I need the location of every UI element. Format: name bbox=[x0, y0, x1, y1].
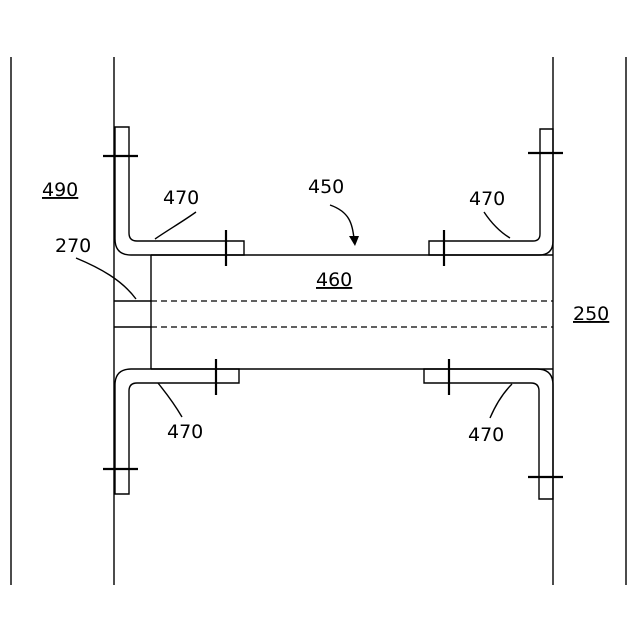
label-460: 460 bbox=[316, 269, 352, 291]
label-450: 450 bbox=[308, 176, 344, 198]
leader-470-top-left bbox=[155, 212, 196, 239]
label-250: 250 bbox=[573, 303, 609, 325]
label-270: 270 bbox=[55, 235, 91, 257]
label-470-top-right: 470 bbox=[469, 188, 505, 210]
leader-450 bbox=[330, 205, 354, 238]
leader-470-bottom-left bbox=[158, 383, 182, 417]
label-470-bottom-right: 470 bbox=[468, 424, 504, 446]
label-490: 490 bbox=[42, 179, 78, 201]
label-470-bottom-left: 470 bbox=[167, 421, 203, 443]
leader-470-bottom-right bbox=[490, 384, 512, 418]
leader-270 bbox=[76, 258, 136, 299]
label-470-top-left: 470 bbox=[163, 187, 199, 209]
leader-470-top-right bbox=[484, 212, 510, 238]
arrowhead-450 bbox=[349, 236, 359, 246]
